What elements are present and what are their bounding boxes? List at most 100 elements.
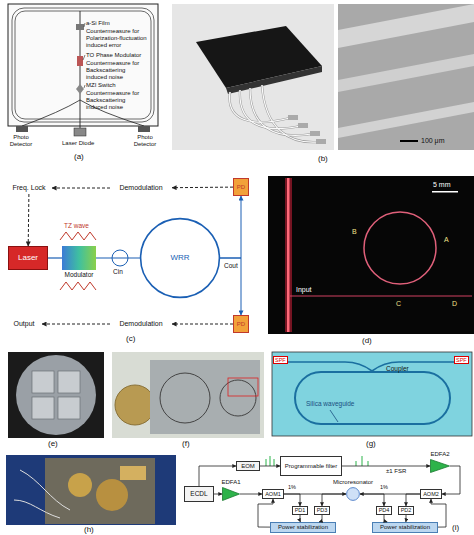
- coin: [115, 385, 155, 425]
- connector: [300, 515, 302, 522]
- microresonator-circle: Microresonator: [346, 487, 360, 501]
- callout-text: TO Phase Modulator: [86, 52, 141, 59]
- leader-line: [83, 55, 85, 60]
- waveguide: [22, 100, 80, 126]
- photodetector-box: PD1: [292, 506, 308, 515]
- ring-resonator: WRR: [140, 218, 220, 298]
- control-block: Output: [6, 318, 42, 330]
- photo-background: [6, 455, 176, 525]
- node-text: EOM: [241, 463, 255, 470]
- panel-label: (d): [362, 336, 372, 345]
- panel-label: (i): [452, 523, 459, 532]
- photodetector-box: PD: [233, 178, 249, 196]
- photodetector-box: PD3: [314, 506, 330, 515]
- panel-label: (e): [48, 439, 58, 448]
- chip: [150, 360, 260, 434]
- panel-label: (g): [366, 439, 376, 448]
- callout-text: Countermeasure for Backscattering induce…: [86, 60, 148, 81]
- connector: [260, 466, 280, 467]
- wafer: [16, 355, 96, 435]
- scale-bar: [432, 191, 458, 193]
- node-text: Programmable filter: [285, 463, 337, 470]
- triangle-outline: [223, 488, 240, 501]
- part-name: SPF: [273, 356, 288, 364]
- ring-resonator: [160, 373, 210, 423]
- connector: [284, 494, 300, 506]
- photodetector-box: PD: [233, 315, 249, 333]
- circle-outline: [141, 219, 220, 298]
- part-name: SPF: [454, 356, 469, 364]
- scale-label: 100 μm: [421, 137, 445, 145]
- fiber-shadow: [262, 85, 318, 142]
- shape-outline: [430, 459, 450, 473]
- leader-line: [84, 23, 85, 27]
- node-text: PD1: [295, 507, 306, 513]
- connector: [28, 194, 30, 246]
- node-text: PD: [237, 184, 245, 191]
- node-text: Power stabilization: [380, 524, 430, 531]
- optical-fiber: [262, 85, 318, 142]
- fiber-shadow: [240, 90, 300, 129]
- signal-name: 1%: [380, 484, 388, 490]
- node-text: EDFA2: [430, 451, 449, 458]
- connector: [172, 324, 233, 325]
- signal-name: TZ wave: [64, 222, 89, 229]
- optical-fiber: [240, 90, 300, 129]
- chip-substrate: [272, 352, 472, 436]
- point-label: B: [352, 228, 357, 236]
- connector: [220, 258, 241, 315]
- control-block: Demodulation: [110, 182, 172, 194]
- gold-component: [68, 473, 92, 497]
- connector: [405, 515, 406, 522]
- die: [32, 397, 54, 419]
- laser-box: Laser: [8, 246, 48, 270]
- connector: [442, 466, 460, 494]
- chip-package-edge: [226, 66, 322, 94]
- part-name: Photo Detector: [128, 134, 162, 148]
- circle-outline: [347, 488, 360, 501]
- scale-label: 5 mm: [433, 181, 451, 189]
- connector: [214, 494, 222, 495]
- part-name: Cin: [113, 268, 123, 275]
- control-block: Power stabilization: [270, 522, 336, 533]
- fiber-shadow: [230, 92, 290, 122]
- connector: [322, 494, 346, 506]
- part-name: Coupler: [386, 365, 409, 372]
- micrograph: [338, 4, 474, 150]
- inset-box: [228, 378, 258, 396]
- chip-outline: [8, 4, 158, 126]
- tz-wave: [60, 232, 96, 240]
- die: [58, 397, 80, 419]
- photo-background: [112, 352, 264, 438]
- modulator-box: EOM: [236, 461, 260, 471]
- tz-wave: [60, 282, 96, 290]
- point-label: A: [444, 236, 449, 244]
- photodetector-box: PD2: [398, 506, 414, 515]
- cable: [20, 470, 70, 510]
- panel-label: (f): [182, 439, 190, 448]
- optical-fiber: [230, 92, 290, 122]
- connector: [172, 187, 233, 189]
- part-name: Cout: [224, 262, 238, 269]
- connector: [384, 515, 387, 522]
- leader-line: [84, 85, 85, 88]
- control-block: Freq. Lock: [6, 182, 52, 194]
- panel-label: (b): [318, 154, 328, 163]
- node-text: Power stabilization: [278, 524, 328, 531]
- node-text: Modulator: [65, 271, 94, 278]
- node-text: WRR: [170, 254, 189, 263]
- point-label: C: [396, 300, 401, 308]
- comb-line: [368, 461, 369, 466]
- amplifier-triangle: EDFA2: [430, 459, 450, 473]
- connector: [284, 494, 346, 495]
- connector: [360, 494, 420, 495]
- chip-package: [196, 26, 322, 88]
- part-name: Photo Detector: [4, 134, 38, 148]
- comb-line: [270, 456, 271, 466]
- panel-label: (c): [126, 334, 135, 343]
- laser-diode: [74, 128, 86, 136]
- node-text: Freq. Lock: [12, 184, 45, 192]
- connector: [319, 515, 322, 522]
- triangle-outline: [431, 460, 450, 473]
